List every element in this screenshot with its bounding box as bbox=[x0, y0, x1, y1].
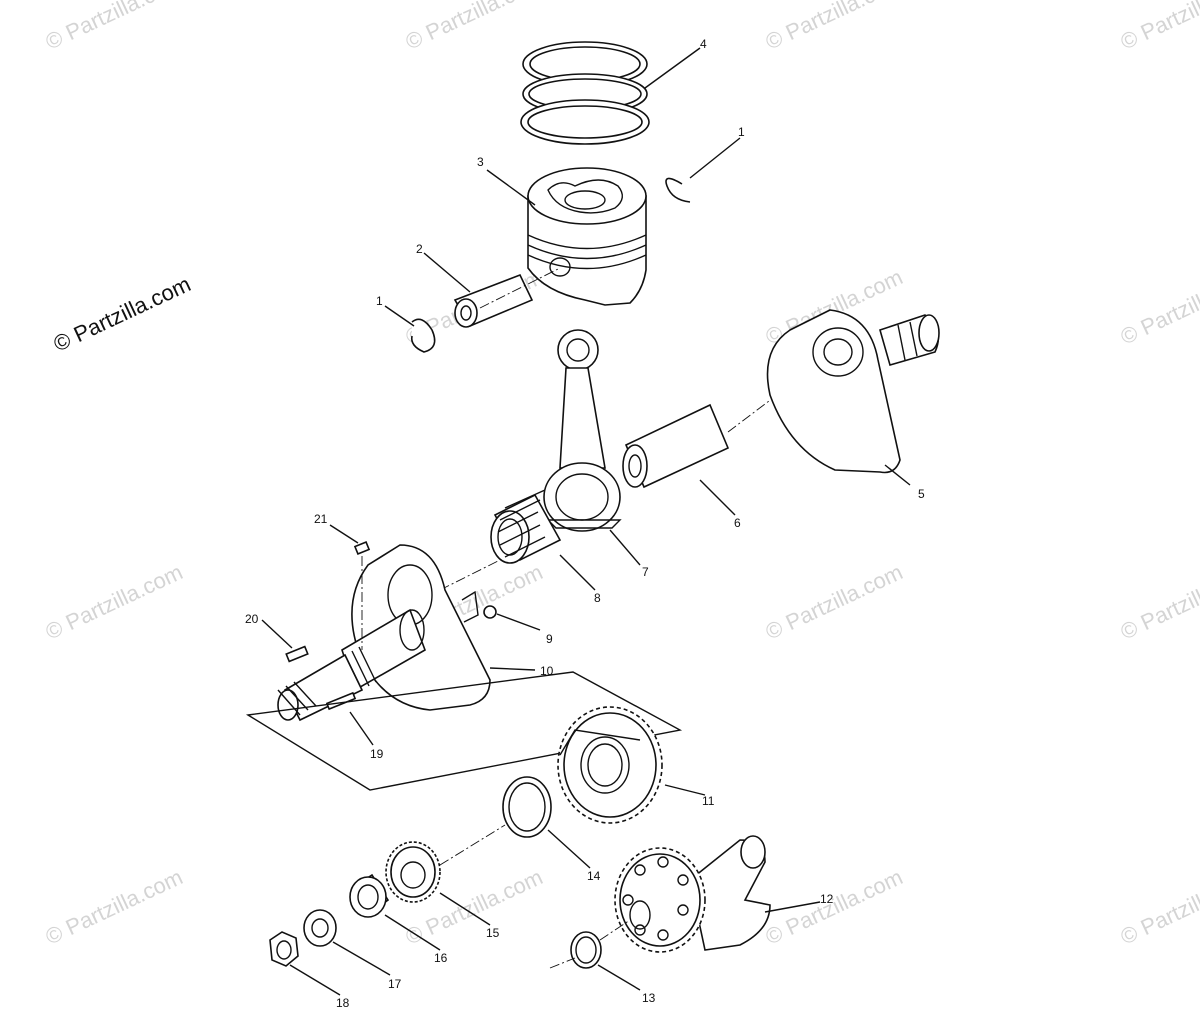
label-3: 3 bbox=[477, 155, 484, 169]
label-7: 7 bbox=[642, 565, 649, 579]
part-19-pin bbox=[325, 691, 357, 711]
label-14: 14 bbox=[587, 869, 601, 883]
watermark: © Partzilla.com bbox=[762, 0, 907, 55]
label-16: 16 bbox=[434, 951, 448, 965]
label-5: 5 bbox=[918, 487, 925, 501]
subassembly-outline bbox=[245, 671, 683, 791]
label-18: 18 bbox=[336, 996, 350, 1010]
part-15-sprocket bbox=[385, 841, 441, 903]
watermark: © Partzilla.com bbox=[1117, 559, 1200, 644]
part-21-key bbox=[353, 541, 371, 555]
label-6: 6 bbox=[734, 516, 741, 530]
label-12: 12 bbox=[820, 892, 834, 906]
watermark: © Partzilla.com bbox=[42, 559, 187, 644]
watermark: © Partzilla.com bbox=[1117, 0, 1200, 55]
label-10: 10 bbox=[540, 664, 554, 678]
label-11: 11 bbox=[702, 794, 715, 808]
label-21: 21 bbox=[314, 512, 328, 526]
part-10-crankshaft-left bbox=[277, 544, 491, 722]
part-12-balancer bbox=[614, 835, 771, 953]
watermark: © Partzilla.com bbox=[762, 864, 907, 949]
part-labels: 4 1 3 2 1 5 6 7 8 9 10 11 12 13 14 15 16… bbox=[245, 37, 925, 1010]
label-2: 2 bbox=[416, 242, 423, 256]
part-7-connecting-rod bbox=[543, 329, 622, 532]
part-5-crankshaft-right bbox=[766, 309, 940, 474]
watermark: © Partzilla.com bbox=[42, 0, 187, 55]
label-9: 9 bbox=[546, 632, 553, 646]
watermark: © Partzilla.com bbox=[42, 864, 187, 949]
part-2-piston-pin bbox=[453, 267, 561, 328]
label-1: 1 bbox=[376, 294, 383, 308]
part-17-washer bbox=[303, 909, 337, 947]
label-1: 1 bbox=[738, 125, 745, 139]
part-18-nut bbox=[269, 931, 299, 967]
part-1-circlip-right bbox=[665, 177, 691, 203]
leader-lines bbox=[261, 47, 911, 996]
copyright-text: © Partzilla.com bbox=[50, 271, 195, 356]
watermark: © Partzilla.com bbox=[1117, 264, 1200, 349]
part-3-piston bbox=[527, 167, 647, 306]
part-9-bracket bbox=[461, 590, 479, 623]
label-8: 8 bbox=[594, 591, 601, 605]
part-13-washer bbox=[549, 919, 631, 969]
label-4: 4 bbox=[700, 37, 707, 51]
label-20: 20 bbox=[245, 612, 259, 626]
watermark: © Partzilla.com bbox=[402, 0, 547, 55]
label-15: 15 bbox=[486, 926, 500, 940]
label-19: 19 bbox=[370, 747, 384, 761]
part-14-washer bbox=[439, 776, 552, 866]
part-11-gear bbox=[557, 706, 663, 824]
label-13: 13 bbox=[642, 991, 656, 1005]
part-20-key bbox=[285, 645, 309, 663]
part-8-needle-bearing bbox=[439, 489, 562, 591]
part-16-spacer bbox=[349, 873, 390, 918]
part-4-piston-rings bbox=[520, 41, 650, 145]
watermark: © Partzilla.com bbox=[1117, 864, 1200, 949]
watermark: © Partzilla.com bbox=[762, 559, 907, 644]
part-9-ball bbox=[483, 605, 497, 619]
label-17: 17 bbox=[388, 977, 402, 991]
part-1-circlip-left bbox=[410, 318, 436, 353]
